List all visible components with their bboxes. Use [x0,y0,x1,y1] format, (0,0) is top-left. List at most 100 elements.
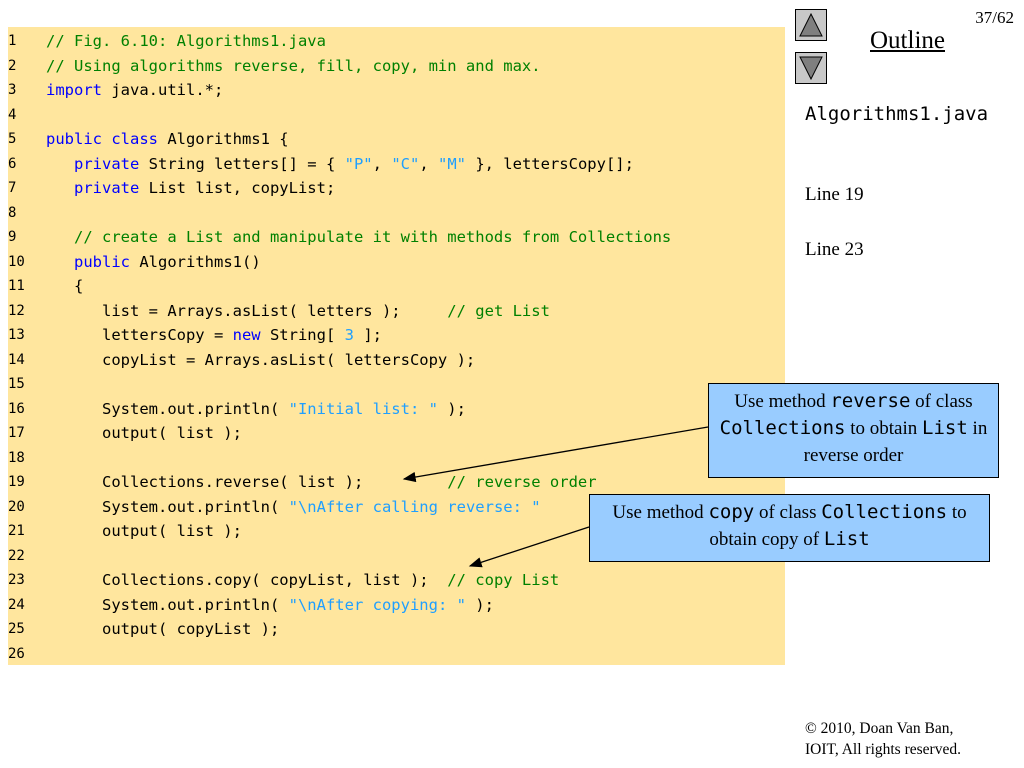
callout-text: copy [708,501,755,523]
callout-text: Use method [612,502,709,523]
code-token: ); [437,399,466,418]
line-number: 12 [8,302,25,319]
line-ref-19: Line 19 [805,184,864,205]
code-line: 7 private List list, copyList; [8,176,785,200]
line-number: 16 [8,400,25,417]
code-text: public class Algorithms1 { [46,127,289,151]
code-token: import [46,81,102,99]
line-number: 7 [8,180,17,196]
code-token: ]; [353,326,382,344]
code-line: 8 [8,201,785,225]
code-text: // Using algorithms reverse, fill, copy,… [46,54,541,78]
code-token: System.out.println( [46,595,289,614]
code-token: copyList = Arrays.asList( lettersCopy ); [46,350,476,369]
callout-text: Collections [719,417,846,439]
code-token: { [46,277,84,295]
code-line: 11 { [8,274,785,298]
line-number: 15 [8,376,25,392]
code-text: output( copyList ); [46,617,279,641]
code-token: // Using algorithms reverse, fill, copy,… [46,56,541,75]
code-line: 15 [8,372,785,396]
copyright-line-1: © 2010, Doan Van Ban, [805,720,954,737]
code-line: 22 [8,544,785,568]
code-token: "P" [344,154,373,173]
code-token [46,179,74,197]
code-line: 14 copyList = Arrays.asList( lettersCopy… [8,348,785,372]
code-token: // create a List and manipulate it with … [74,228,672,246]
code-token: "Initial list: " [288,399,438,418]
next-slide-button[interactable] [795,52,827,84]
code-text: copyList = Arrays.asList( lettersCopy ); [46,348,475,372]
code-line: 25 output( copyList ); [8,617,785,641]
code-token: Algorithms1() [130,252,261,271]
line-number: 6 [8,155,17,172]
up-triangle-icon [799,12,823,37]
line-number: 21 [8,523,25,539]
code-token: output( copyList ); [46,620,280,638]
line-number: 10 [8,253,25,270]
line-number: 26 [8,645,25,662]
code-token: // get List [447,301,550,320]
callout-text: List [823,528,870,550]
code-token: lettersCopy = [46,326,233,344]
code-token [46,253,74,271]
line-number: 1 [8,33,17,49]
code-token: // reverse order [447,473,597,491]
code-listing: 1 // Fig. 6.10: Algorithms1.java 2// Using… [8,27,785,665]
callout-text: of class [910,391,973,412]
callout-text: to obtain [845,418,923,439]
code-token: Collections.copy( copyList, list ); [46,571,448,589]
line-number: 17 [8,425,25,441]
code-line: 24 System.out.println( "\nAfter copying:… [8,593,785,617]
page-number: 37/62 [975,8,1014,27]
callout-text: List [922,417,968,439]
code-token: }, lettersCopy[]; [465,154,634,173]
copyright: © 2010, Doan Van Ban, IOIT, All rights r… [805,718,961,760]
code-line: 13 lettersCopy = new String[ 3 ]; [8,323,785,347]
code-token: "\nAfter copying: " [288,595,466,614]
code-text: Collections.reverse( list ); // reverse … [46,470,597,494]
file-name: Algorithms1.java [805,103,989,125]
code-text: output( list ); [46,519,242,543]
reverse-callout: Use method reverse of class Collections … [708,383,999,478]
code-text: import java.util.*; [46,78,223,102]
copyright-line-2: IOIT, All rights reserved. [805,741,961,758]
code-token: "C" [391,154,420,173]
line-number: 14 [8,351,25,368]
code-token: "M" [437,154,466,173]
code-text: private List list, copyList; [46,176,335,200]
line-number: 11 [8,278,25,294]
callout-text: reverse [830,390,911,412]
code-text: Collections.copy( copyList, list ); // c… [46,568,559,592]
code-token: System.out.println( [46,399,289,418]
line-number: 4 [8,106,17,123]
callout-text: in reverse order [803,418,988,466]
code-token: String letters[] = { [139,154,345,173]
code-line: 21 output( list ); [8,519,785,543]
code-token [46,228,74,246]
code-line: 3 import java.util.*; [8,78,785,102]
callout-text: Use method [734,391,831,412]
callout-text: Collections [821,501,948,523]
callout-text: of class [754,502,822,523]
previous-slide-button[interactable] [795,9,827,41]
code-token: public class [46,130,158,148]
code-token: // Fig. 6.10: Algorithms1.java [46,32,326,50]
copy-callout: Use method copy of class Collections to … [589,494,990,562]
line-number: 3 [8,82,17,98]
outline-link[interactable]: Outline [870,27,945,54]
code-token: private [74,154,140,173]
code-token: Algorithms1 { [157,130,289,148]
code-text: // create a List and manipulate it with … [46,225,671,249]
code-line: 19 Collections.reverse( list ); // rever… [8,470,785,494]
code-text: lettersCopy = new String[ 3 ]; [46,323,382,347]
code-text: list = Arrays.asList( letters ); // get … [46,299,550,323]
code-token: ); [465,595,494,614]
code-text: System.out.println( "\nAfter copying: " … [46,593,494,617]
code-token: // copy List [447,571,560,589]
code-token: , [372,154,392,173]
line-number: 8 [8,204,17,221]
code-token: "\nAfter calling reverse: " [288,497,541,516]
code-line: 2// Using algorithms reverse, fill, copy… [8,54,785,78]
